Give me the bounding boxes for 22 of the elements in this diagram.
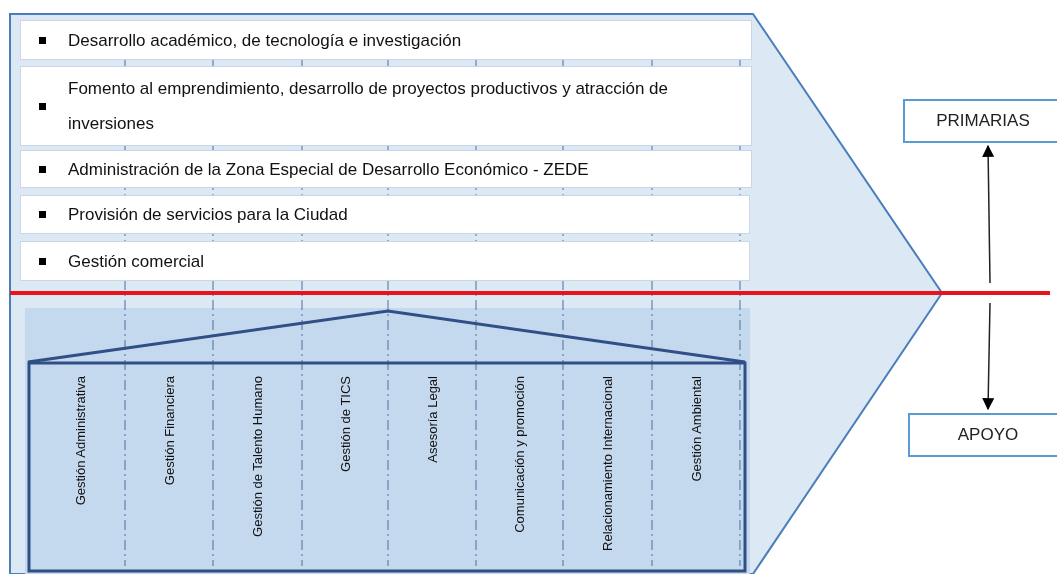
activity-text: Provisión de servicios para la Ciudad	[68, 204, 348, 226]
activity-row	[20, 20, 752, 60]
support-activity-label: Relacionamiento Internacional	[600, 376, 615, 551]
activity-row	[20, 66, 752, 146]
support-activity-label: Asesoría Legal	[424, 376, 440, 463]
activity-row	[20, 195, 750, 234]
activity-text: Desarrollo académico, de tecnología e investigación	[68, 29, 462, 52]
support-activity-label: Gestión Ambiental	[688, 376, 704, 482]
support-activity-label: Gestión de Talento Humano	[250, 376, 265, 537]
category-box: PRIMARIAS	[903, 99, 1057, 143]
activity-row	[20, 150, 752, 188]
arrow	[982, 144, 995, 284]
support-activity-label: Comunicación y promoción	[512, 376, 527, 533]
activity-text: Gestión comercial	[68, 250, 205, 273]
support-activity-label: Gestión Administrativa	[73, 376, 88, 506]
activity-text: Fomento al emprendimiento, desarrollo de proyectos productivos y atracción de inversiones	[68, 78, 670, 135]
category-box: APOYO	[908, 413, 1057, 457]
arrow	[982, 302, 995, 411]
activity-text: Administración de la Zona Especial de Desarrollo Económico - ZEDE	[68, 158, 589, 181]
support-activity-label: Gestión de TICS	[337, 376, 353, 472]
activity-row	[20, 241, 750, 281]
support-activity-label: Gestión Financiera	[161, 376, 177, 486]
